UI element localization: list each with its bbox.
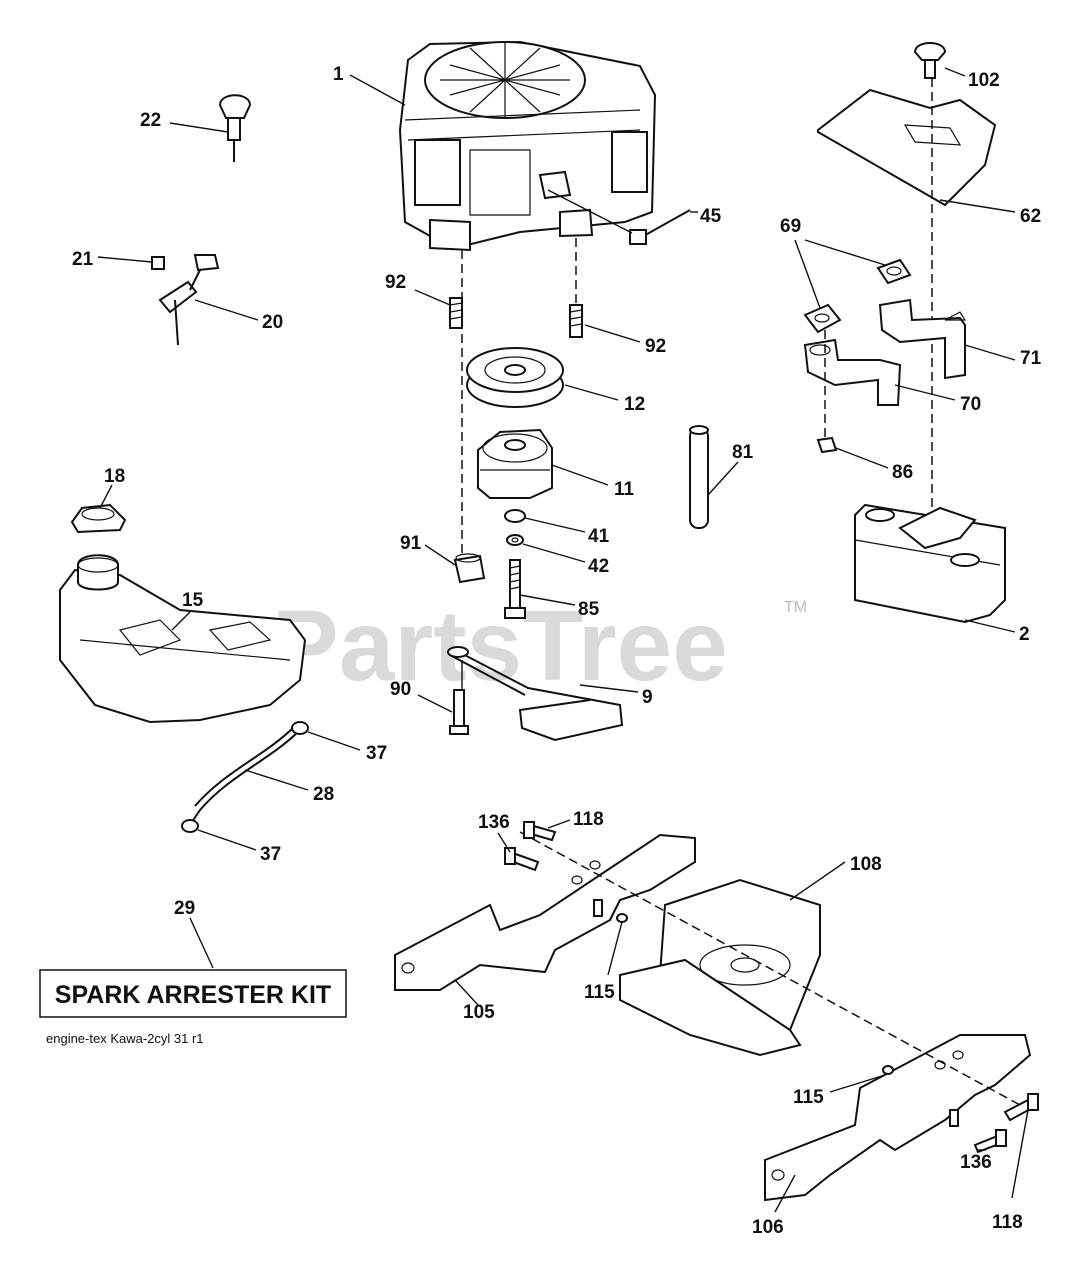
bolt-90[interactable] <box>449 689 469 735</box>
callout-115-bottom: 115 <box>793 1087 824 1108</box>
callout-70: 70 <box>960 394 981 415</box>
callout-45: 45 <box>700 206 722 227</box>
bolt-136-top[interactable] <box>504 847 540 872</box>
callout-106: 106 <box>752 1217 784 1238</box>
callout-115-top: 115 <box>584 982 615 1003</box>
dipstick-part[interactable] <box>629 209 691 245</box>
callout-11: 11 <box>614 479 635 500</box>
spark-arrester-kit-box <box>39 969 347 1018</box>
knob-102[interactable] <box>913 42 947 79</box>
rod-81[interactable] <box>689 425 709 529</box>
screw-21[interactable] <box>151 256 165 270</box>
bolt-92-left[interactable] <box>449 297 463 329</box>
lever-assembly-20[interactable] <box>158 254 220 346</box>
callout-15: 15 <box>182 590 204 611</box>
knob-22[interactable] <box>218 94 252 162</box>
callout-85: 85 <box>578 599 600 620</box>
exhaust-pipe-71[interactable] <box>878 298 967 380</box>
callout-12: 12 <box>624 394 645 415</box>
hose-clamp-37-top[interactable] <box>291 721 309 735</box>
hose-clamp-37-bottom[interactable] <box>181 819 199 833</box>
callout-90: 90 <box>390 679 411 700</box>
gasket-69-left[interactable] <box>803 303 842 334</box>
bracket-108[interactable] <box>619 878 821 1057</box>
callout-28: 28 <box>313 784 334 805</box>
callout-69: 69 <box>780 216 801 237</box>
callout-2: 2 <box>1019 624 1030 645</box>
fuel-line-28[interactable] <box>191 725 301 823</box>
exhaust-pipe-70[interactable] <box>803 338 902 406</box>
bolt-136-bottom[interactable] <box>973 1129 1007 1154</box>
bolt-92-right[interactable] <box>569 304 583 338</box>
callout-22: 22 <box>140 110 161 131</box>
callout-86: 86 <box>892 462 913 483</box>
callout-136-top: 136 <box>478 812 510 833</box>
callout-21: 21 <box>72 249 94 270</box>
callout-41: 41 <box>588 526 610 547</box>
callout-92-right: 92 <box>645 336 666 357</box>
callout-136-bottom: 136 <box>960 1152 992 1173</box>
nut-86[interactable] <box>816 436 838 454</box>
callout-108: 108 <box>850 854 882 875</box>
reference-code: engine-tex Kawa-2cyl 31 r1 <box>46 1031 204 1046</box>
callout-102: 102 <box>968 70 1000 91</box>
callout-29: 29 <box>174 898 195 919</box>
callout-42: 42 <box>588 556 609 577</box>
callout-71: 71 <box>1020 348 1042 369</box>
fuel-cap-18[interactable] <box>70 503 127 534</box>
heat-shield-62[interactable] <box>817 88 997 207</box>
clip-115-bottom[interactable] <box>882 1065 959 1127</box>
muffler-2[interactable] <box>854 503 1006 624</box>
callout-91: 91 <box>400 533 422 554</box>
pulley-part[interactable] <box>466 347 564 408</box>
engine-part[interactable] <box>398 40 657 252</box>
watermark-trademark: TM <box>784 599 807 616</box>
callout-62: 62 <box>1020 206 1041 227</box>
bolt-85[interactable] <box>504 559 526 619</box>
bolt-118-bottom[interactable] <box>1003 1093 1039 1122</box>
callout-118-bottom: 118 <box>992 1212 1023 1233</box>
washer-41[interactable] <box>504 509 526 523</box>
bolt-118-top[interactable] <box>523 821 557 842</box>
callout-92-left: 92 <box>385 272 406 293</box>
spark-arrester-kit-label: SPARK ARRESTER KIT <box>55 981 331 1009</box>
callout-20: 20 <box>262 312 283 333</box>
callout-18: 18 <box>104 466 125 487</box>
clutch-part[interactable] <box>477 428 553 499</box>
callout-81: 81 <box>732 442 754 463</box>
gasket-69-right[interactable] <box>876 258 912 285</box>
callout-37-top: 37 <box>366 743 387 764</box>
callout-1: 1 <box>333 64 344 85</box>
callout-9: 9 <box>642 687 653 708</box>
callout-105: 105 <box>463 1002 495 1023</box>
spacer-91[interactable] <box>453 553 486 584</box>
callout-118-top: 118 <box>573 809 604 830</box>
watermark-text: PartsTree <box>272 590 728 702</box>
plate-105[interactable] <box>394 833 696 991</box>
callout-37-bottom: 37 <box>260 844 281 865</box>
fuel-tank-15[interactable] <box>59 554 307 724</box>
washer-42[interactable] <box>506 534 524 546</box>
plate-106[interactable] <box>764 1034 1032 1202</box>
